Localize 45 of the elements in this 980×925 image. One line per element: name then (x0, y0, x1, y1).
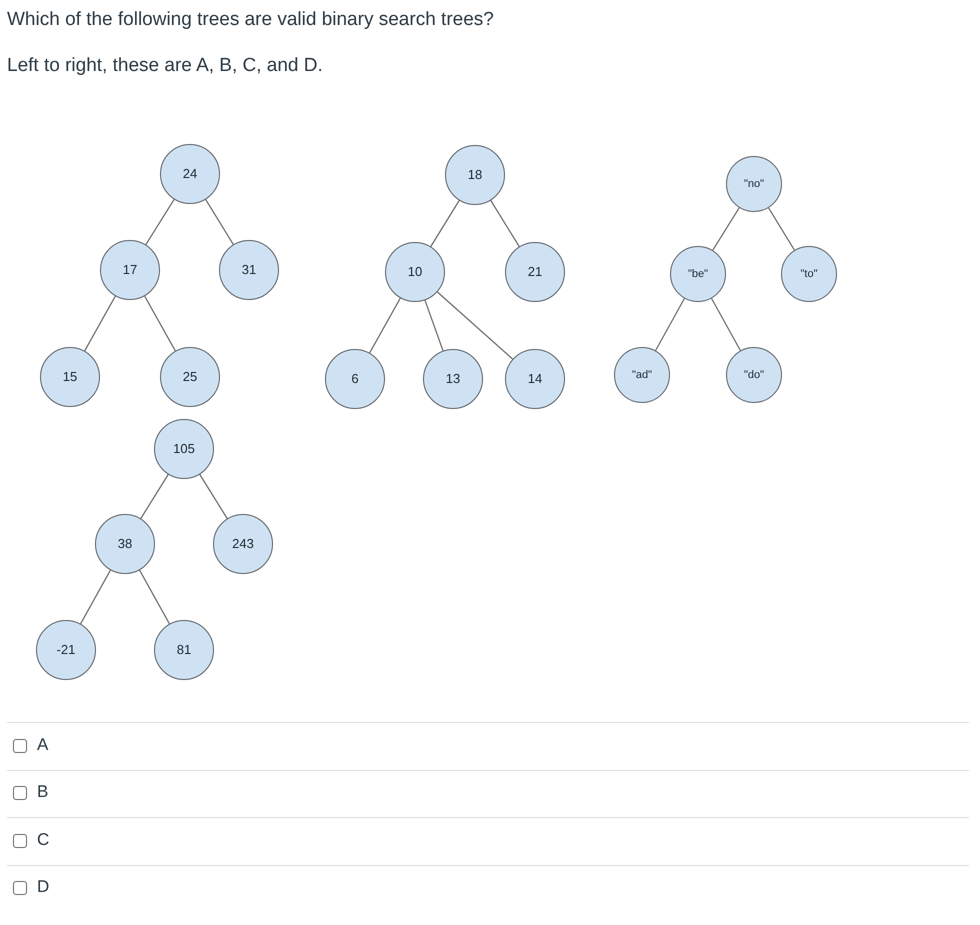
node-value: 38 (118, 536, 132, 552)
node-value: 10 (408, 264, 422, 280)
tree-node (385, 242, 445, 302)
node-value: "do" (744, 368, 764, 382)
node-value: 13 (446, 372, 460, 386)
node-value: 14 (528, 372, 542, 386)
answer-option: B (37, 782, 48, 802)
question-text: Which of the following trees are valid binary search trees? (7, 8, 494, 32)
instruction-text: Left to right, these are A, B, C, and D. (7, 54, 323, 78)
connector-line (369, 298, 401, 354)
connector-line (655, 298, 685, 351)
node-value: "be" (688, 268, 708, 280)
node-value: 15 (62, 370, 78, 384)
node-value: 6 (351, 372, 359, 386)
connector-line (140, 474, 169, 519)
connector-line (490, 200, 520, 247)
connector-line (430, 200, 460, 247)
connector-line (199, 474, 228, 519)
node-value: 81 (176, 642, 192, 658)
node-value: -21 (56, 642, 76, 658)
node-value: 31 (242, 262, 256, 278)
node-value: 24 (182, 166, 198, 182)
connector-line (205, 199, 234, 245)
node-value: "no" (744, 178, 764, 190)
answer-option: C (37, 830, 50, 850)
node-value: "ad" (632, 368, 652, 382)
connector-line (768, 208, 795, 250)
connector-line (711, 298, 741, 351)
connector-line (145, 199, 175, 245)
node-value: 18 (468, 168, 482, 182)
answer-option: A (37, 735, 48, 755)
connector-line (424, 300, 444, 351)
connector-line (84, 296, 116, 352)
answer-option: D (37, 877, 50, 897)
node-value: 21 (528, 264, 542, 280)
connector-line (712, 207, 740, 251)
connector-line (139, 570, 170, 624)
connector-line (437, 292, 513, 360)
connector-line (144, 296, 176, 352)
node-value: 105 (173, 442, 195, 456)
connector-line (80, 570, 111, 624)
node-value: 243 (232, 536, 254, 552)
node-value: 25 (182, 370, 198, 384)
node-value: 17 (122, 262, 138, 278)
node-value: "to" (800, 268, 818, 280)
